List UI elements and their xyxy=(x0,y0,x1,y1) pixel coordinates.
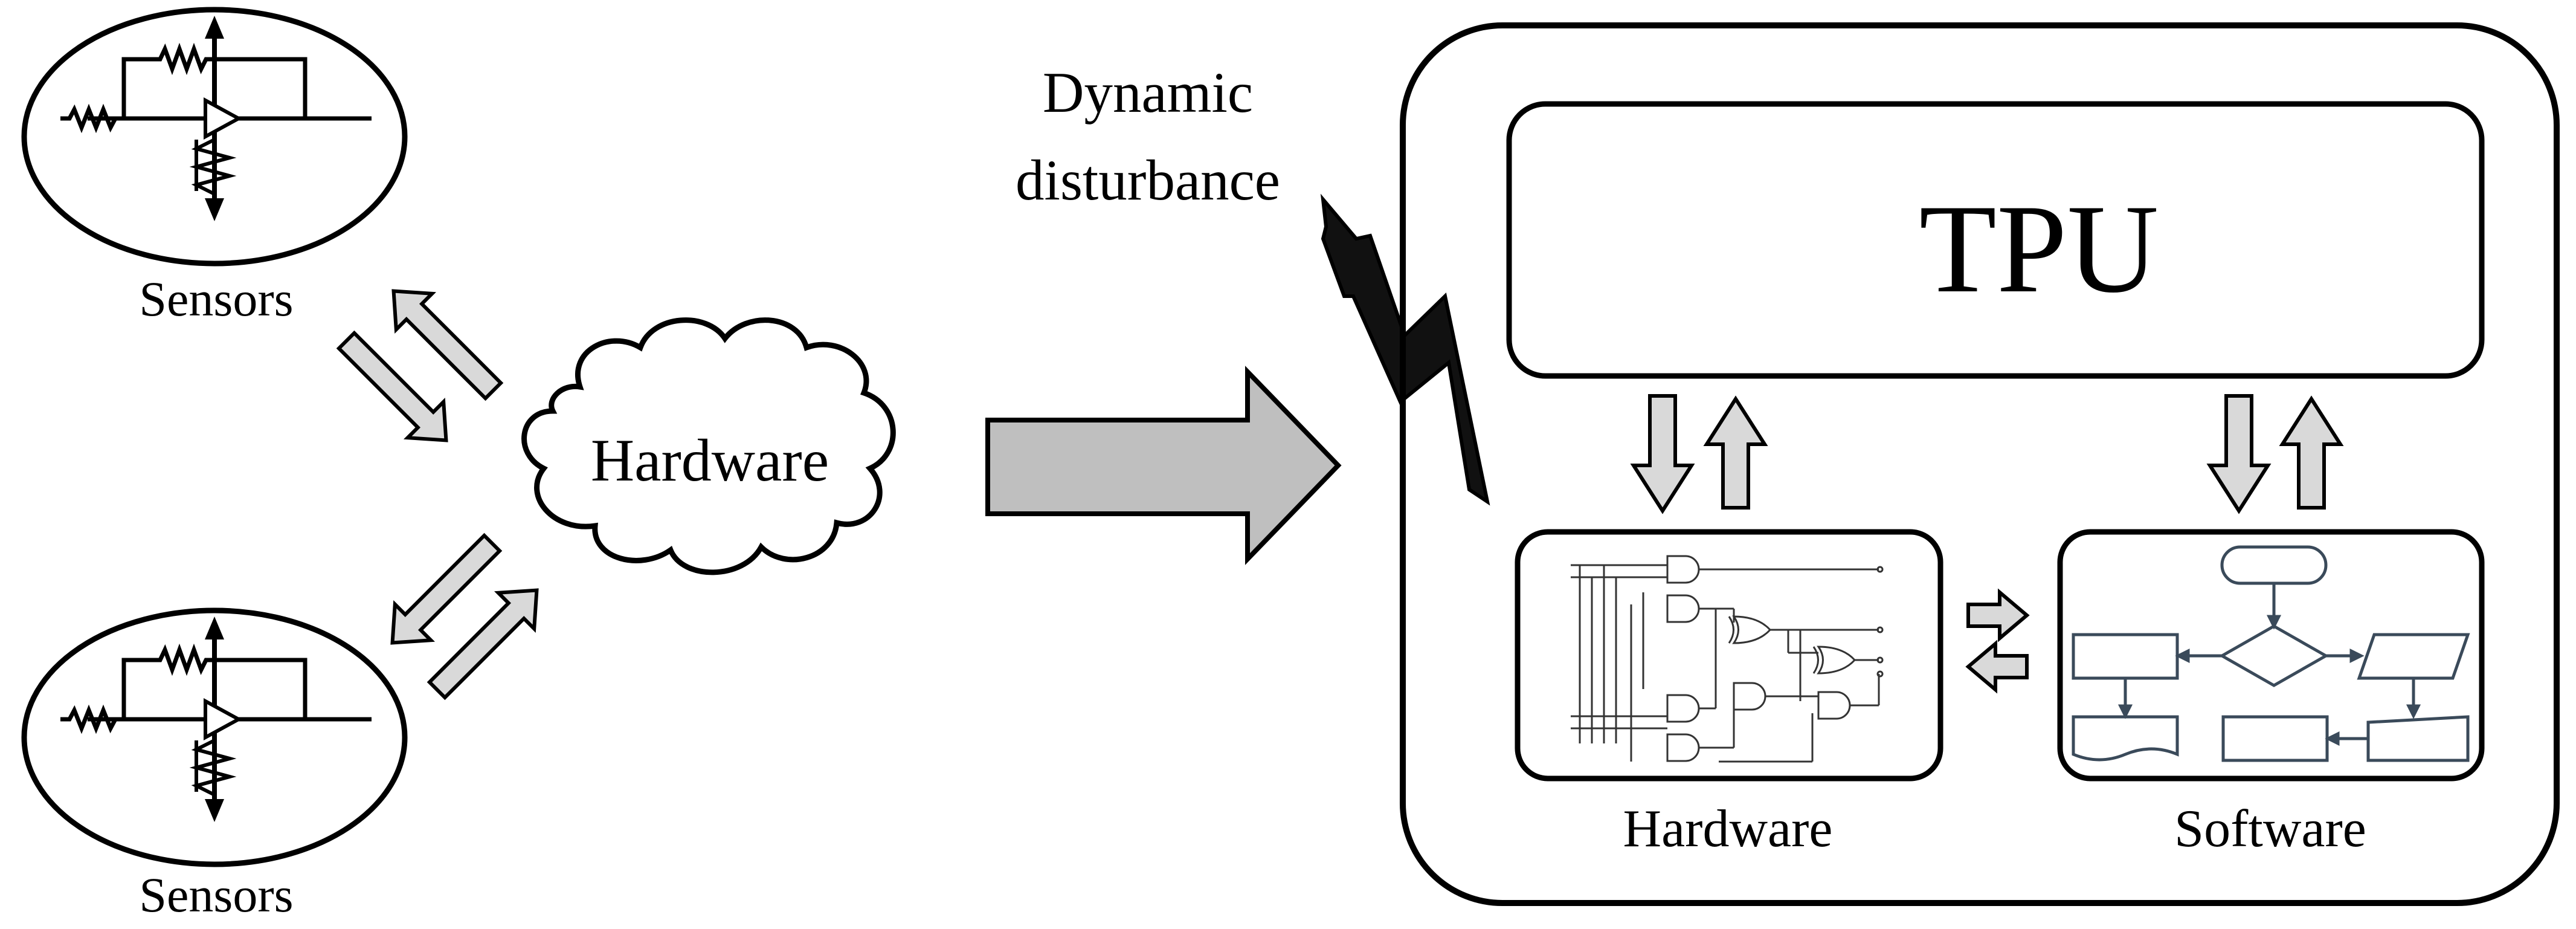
arrow-hardware-to-tpu xyxy=(1703,395,1768,510)
arrow-cloud-to-sensor-bottom xyxy=(390,532,503,645)
flowchart-icon xyxy=(2072,545,2470,762)
software-block xyxy=(2057,529,2485,782)
sensor-bottom xyxy=(24,610,405,864)
arrow-software-to-hardware xyxy=(1965,639,2029,694)
sensors-bottom-label: Sensors xyxy=(139,867,293,922)
sensor-top xyxy=(24,10,405,264)
logic-circuit-icon xyxy=(1571,555,1884,763)
arrow-sensor-top-to-cloud xyxy=(336,330,448,442)
system-container xyxy=(1400,22,2560,906)
software-block-label: Software xyxy=(2174,800,2366,858)
arrow-tpu-to-hardware xyxy=(1630,394,1695,514)
arrow-software-to-tpu xyxy=(2279,395,2344,510)
arrow-tpu-to-software xyxy=(2206,394,2272,514)
tpu-box xyxy=(1506,101,2485,379)
hardware-block-label: Hardware xyxy=(1623,800,1833,858)
tpu-label: TPU xyxy=(1919,179,2159,319)
hardware-block xyxy=(1515,529,1943,782)
sensors-top-label: Sensors xyxy=(139,271,293,326)
arrow-hardware-to-software xyxy=(1966,588,2030,643)
big-arrow xyxy=(985,366,1342,565)
hardware-cloud xyxy=(521,317,896,575)
dynamic-label-line1: Dynamic xyxy=(1043,60,1253,125)
hardware-cloud-label: Hardware xyxy=(591,427,829,494)
dynamic-label-line2: disturbance xyxy=(1016,148,1280,212)
arrow-cloud-to-sensor-top xyxy=(391,289,504,401)
arrow-sensor-bottom-to-cloud xyxy=(427,588,539,701)
